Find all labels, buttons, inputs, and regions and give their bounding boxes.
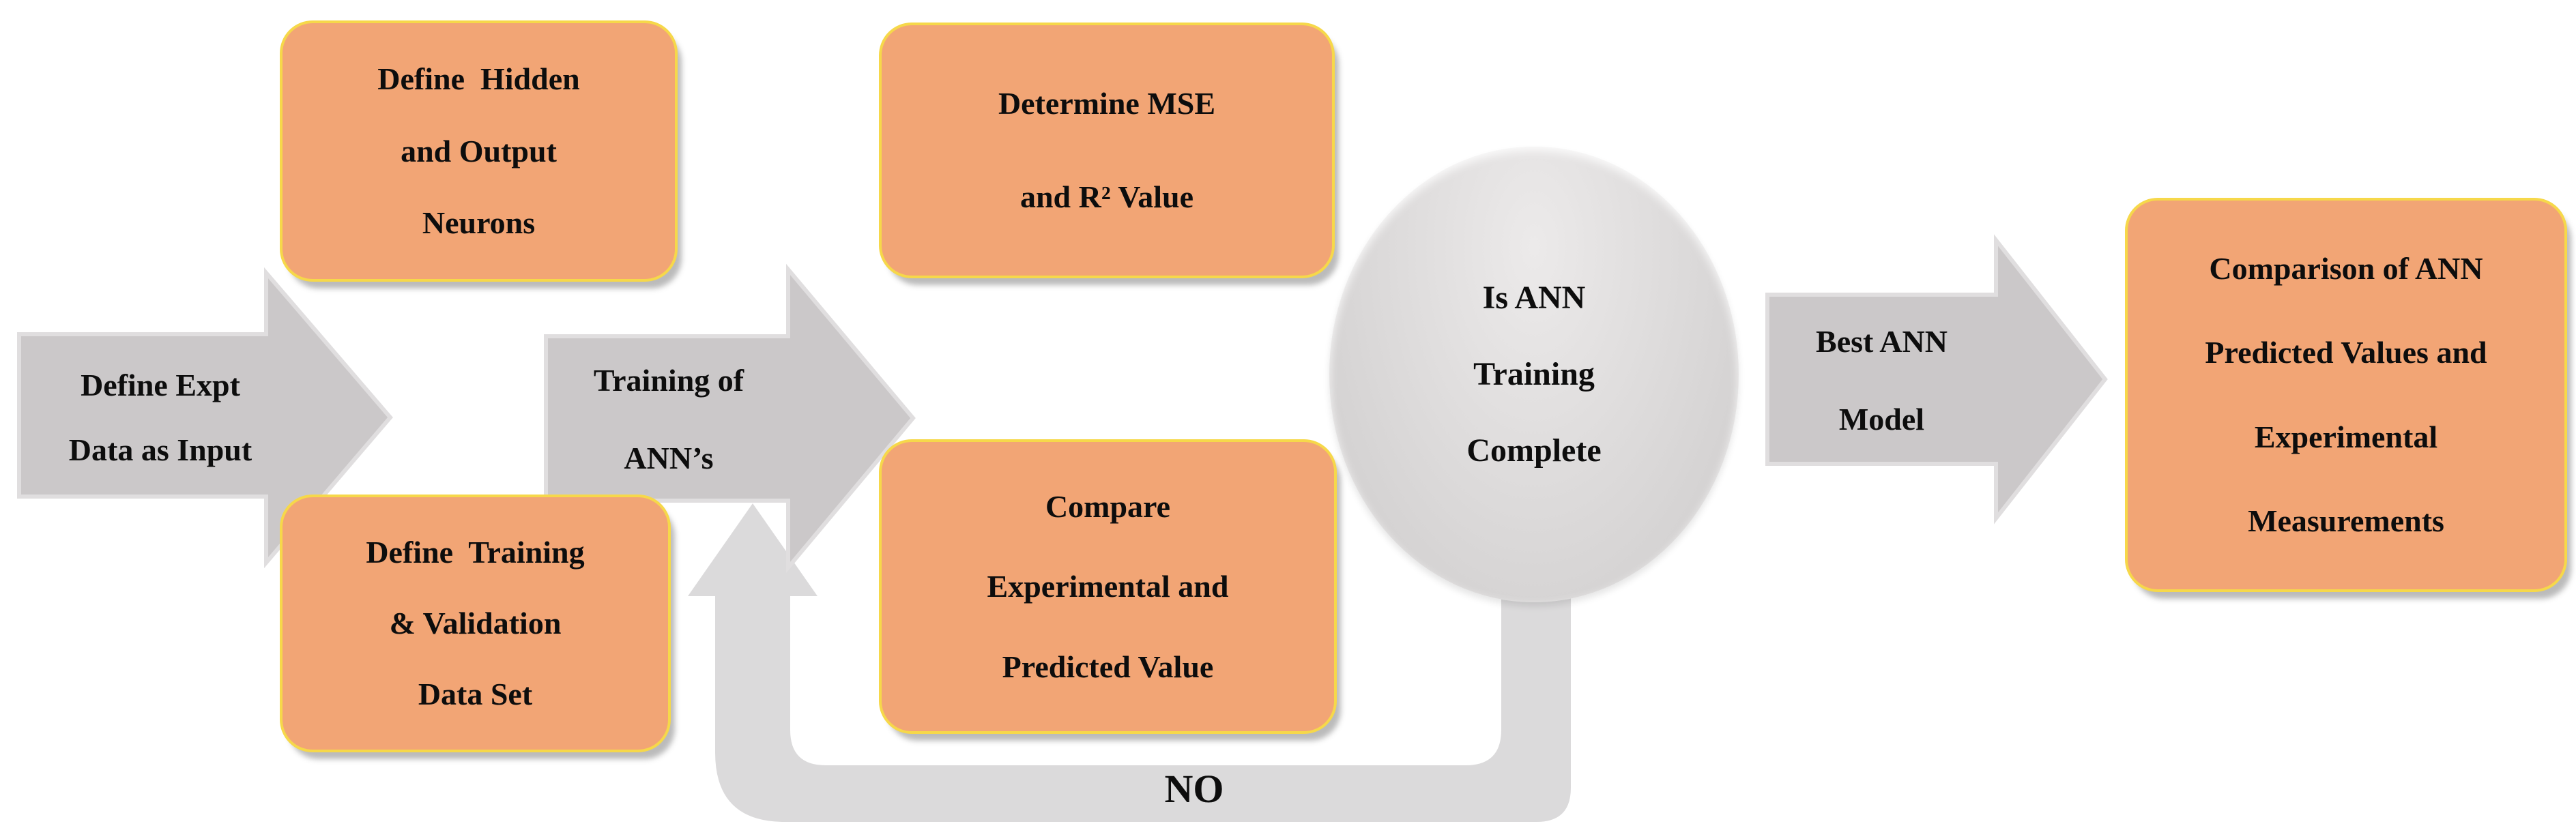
arrow-text-line: Training of bbox=[593, 363, 744, 398]
box-text-line: Determine MSE bbox=[998, 85, 1216, 121]
arrow-text-line: ANN’s bbox=[624, 441, 714, 475]
feedback-loop-connector bbox=[715, 576, 1571, 822]
box-text-line: Predicted Values and bbox=[2205, 335, 2487, 370]
box-text-line: Data Set bbox=[418, 677, 533, 711]
box-text-line: Comparison of ANN bbox=[2209, 251, 2483, 286]
input-arrow-shape bbox=[17, 267, 393, 569]
feedback-up-arrowhead-icon bbox=[688, 503, 817, 596]
box-text-line: Measurements bbox=[2248, 503, 2444, 538]
arrow-text-line: Data as Input bbox=[68, 432, 252, 467]
circle-text-line: Is ANN bbox=[1482, 280, 1586, 316]
box-text-line: Predicted Value bbox=[1002, 649, 1214, 684]
arrow-text-line: Define Expt bbox=[81, 367, 240, 402]
box-define-hidden-output-neurons: Define Hidden and Output Neurons bbox=[280, 20, 678, 282]
box-text-line: and R² Value bbox=[1019, 179, 1194, 215]
arrow-text-line: Best ANN bbox=[1816, 323, 1948, 359]
best-model-arrow-shape bbox=[1765, 234, 2108, 525]
training-arrow-label: Training of ANN’s bbox=[539, 338, 798, 501]
box-compare-experimental-predicted: Compare Experimental and Predicted Value bbox=[879, 439, 1337, 734]
box-text-line: Experimental bbox=[2254, 419, 2438, 454]
box-text-line: Compare bbox=[1045, 488, 1171, 524]
box-text-line: Define Hidden bbox=[377, 61, 580, 97]
circle-text-line: Complete bbox=[1466, 432, 1602, 469]
box-text-line: Define Training bbox=[366, 535, 585, 570]
input-arrow-label: Define Expt Data as Input bbox=[7, 329, 314, 506]
feedback-no-label: NO bbox=[1092, 756, 1297, 823]
best-model-arrow-label: Best ANN Model bbox=[1761, 297, 2003, 464]
box-determine-mse-r2: Determine MSE and R² Value bbox=[879, 23, 1335, 278]
no-text: NO bbox=[1164, 767, 1224, 811]
box-define-training-validation-set: Define Training & Validation Data Set bbox=[280, 495, 671, 752]
decision-circle-ann-training-complete: Is ANN Training Complete bbox=[1329, 147, 1739, 602]
circle-text-line: Training bbox=[1473, 356, 1595, 392]
box-text-line: & Validation bbox=[389, 606, 562, 640]
arrow-text-line: Model bbox=[1838, 401, 1925, 437]
box-text-line: Experimental and bbox=[987, 569, 1229, 604]
box-text-line: Neurons bbox=[422, 205, 536, 240]
box-text-line: and Output bbox=[401, 133, 557, 168]
box-comparison-ann-vs-experimental: Comparison of ANN Predicted Values and E… bbox=[2125, 198, 2567, 592]
